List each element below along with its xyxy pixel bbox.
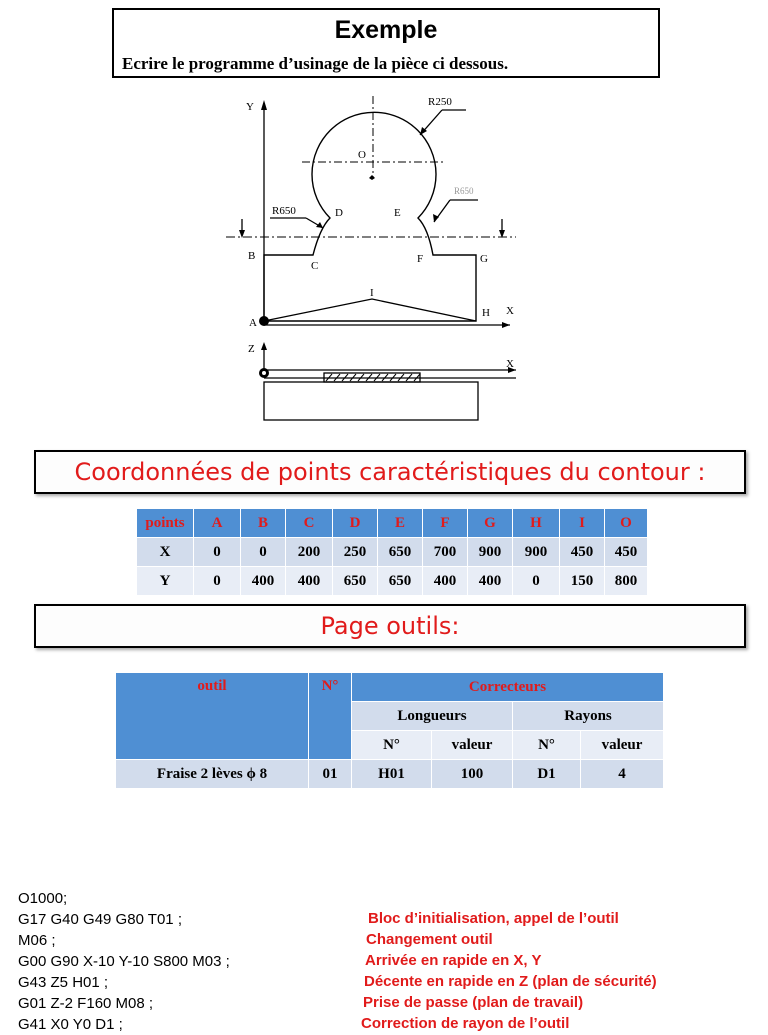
- table-cell: 450: [559, 537, 605, 567]
- table-header-cell: H: [512, 508, 560, 538]
- table-header-cell: points: [136, 508, 194, 538]
- label-r650-left: R650: [272, 205, 296, 217]
- label-center-o: O: [358, 149, 366, 161]
- label-point-b: B: [248, 250, 255, 262]
- table-cell: 400: [240, 566, 286, 596]
- table-cell: 200: [285, 537, 333, 567]
- table-header-cell: O: [604, 508, 648, 538]
- table-header-cell: D: [332, 508, 378, 538]
- label-point-g: G: [480, 253, 488, 265]
- program-line: G41 X0 Y0 D1 ;: [18, 1016, 123, 1033]
- label-r650-right: R650: [454, 186, 474, 196]
- col-header-correcteurs: Correcteurs: [351, 672, 664, 702]
- part-drawing: Y X Z X R250 R650 R650 O A B C D E F G H…: [226, 96, 516, 421]
- subheader-num-longueur: N°: [351, 730, 432, 760]
- program-comment: Décente en rapide en Z (plan de sécurité…: [364, 973, 657, 990]
- table-header-cell: E: [377, 508, 423, 538]
- table-cell: 0: [193, 566, 241, 596]
- table-cell: 900: [512, 537, 560, 567]
- page-title: Exemple: [334, 16, 438, 44]
- program-line: O1000;: [18, 890, 68, 907]
- program-line: G43 Z5 H01 ;: [18, 974, 109, 991]
- label-point-d: D: [335, 207, 343, 219]
- table-row: Fraise 2 lèves ϕ 8 01 H01 100 D1 4: [115, 759, 664, 789]
- col-header-longueurs: Longueurs: [351, 701, 513, 731]
- table-row: Y 0 400 400 650 650 400 400 0 150 800: [136, 566, 648, 596]
- title-box: Exemple Ecrire le programme d’usinage de…: [112, 8, 660, 78]
- subheader-valeur-rayon: valeur: [580, 730, 664, 760]
- cell-radius-value: 4: [580, 759, 664, 789]
- nc-program: O1000; G17 G40 G49 G80 T01 ; M06 ; G00 G…: [18, 888, 230, 1035]
- section-title-tools: Page outils:: [34, 604, 746, 648]
- label-r250: R250: [428, 96, 452, 108]
- cell-length-num: H01: [351, 759, 432, 789]
- table-header-cell: I: [559, 508, 605, 538]
- table-header-cell: F: [422, 508, 468, 538]
- table-cell: 250: [332, 537, 378, 567]
- section-title-coordinates: Coordonnées de points caractéristiques d…: [34, 450, 746, 494]
- table-cell: 150: [559, 566, 605, 596]
- table-cell: 400: [285, 566, 333, 596]
- col-header-outil: outil: [115, 672, 309, 760]
- table-cell: 450: [604, 537, 648, 567]
- cell-tool-num: 01: [308, 759, 352, 789]
- table-header-row: points A B C D E F G H I O: [136, 508, 648, 538]
- table-cell: Y: [136, 566, 194, 596]
- label-axis-y: Y: [246, 101, 254, 113]
- table-header-cell: G: [467, 508, 513, 538]
- table-cell: 900: [467, 537, 513, 567]
- table-cell: 650: [377, 537, 423, 567]
- cell-length-value: 100: [431, 759, 513, 789]
- table-cell: 700: [422, 537, 468, 567]
- label-point-c: C: [311, 260, 318, 272]
- program-comment: Changement outil: [366, 931, 493, 948]
- col-header-num: N°: [308, 672, 352, 760]
- table-cell: 800: [604, 566, 648, 596]
- table-cell: 650: [377, 566, 423, 596]
- program-line: G17 G40 G49 G80 T01 ;: [18, 911, 182, 928]
- program-comments: Bloc d’initialisation, appel de l’outil …: [360, 908, 657, 1034]
- table-cell: 400: [467, 566, 513, 596]
- table-header-cell: A: [193, 508, 241, 538]
- program-line: G01 Z-2 F160 M08 ;: [18, 995, 154, 1012]
- program-comment: Arrivée en rapide en X, Y: [365, 952, 542, 969]
- table-cell: X: [136, 537, 194, 567]
- cell-radius-num: D1: [512, 759, 581, 789]
- table-header-cell: B: [240, 508, 286, 538]
- label-axis-x: X: [506, 305, 514, 317]
- program-line: M06 ;: [18, 932, 56, 949]
- label-point-a: A: [249, 317, 257, 329]
- label-axis-z: Z: [248, 343, 255, 355]
- instruction-text: Ecrire le programme d’usinage de la pièc…: [122, 54, 509, 73]
- program-comment: Prise de passe (plan de travail): [363, 994, 584, 1011]
- table-cell: 0: [193, 537, 241, 567]
- label-axis-x2: X: [506, 358, 514, 370]
- tools-table: outil N° Correcteurs Longueurs Rayons N°…: [115, 672, 664, 789]
- table-cell: 650: [332, 566, 378, 596]
- label-point-h: H: [482, 307, 490, 319]
- program-line: G00 G90 X-10 Y-10 S800 M03 ;: [18, 953, 230, 970]
- table-header-cell: C: [285, 508, 333, 538]
- table-cell: 400: [422, 566, 468, 596]
- label-point-i: I: [370, 287, 374, 299]
- label-point-e: E: [394, 207, 401, 219]
- table-cell: 0: [512, 566, 560, 596]
- table-cell: 0: [240, 537, 286, 567]
- coordinates-table: points A B C D E F G H I O X 0 0 200 250…: [136, 508, 648, 596]
- subheader-num-rayon: N°: [512, 730, 581, 760]
- label-point-f: F: [417, 253, 423, 265]
- col-header-rayons: Rayons: [512, 701, 664, 731]
- subheader-valeur-longueur: valeur: [431, 730, 513, 760]
- program-comment: Bloc d’initialisation, appel de l’outil: [368, 910, 619, 927]
- table-row: X 0 0 200 250 650 700 900 900 450 450: [136, 537, 648, 567]
- cell-tool-name: Fraise 2 lèves ϕ 8: [115, 759, 309, 789]
